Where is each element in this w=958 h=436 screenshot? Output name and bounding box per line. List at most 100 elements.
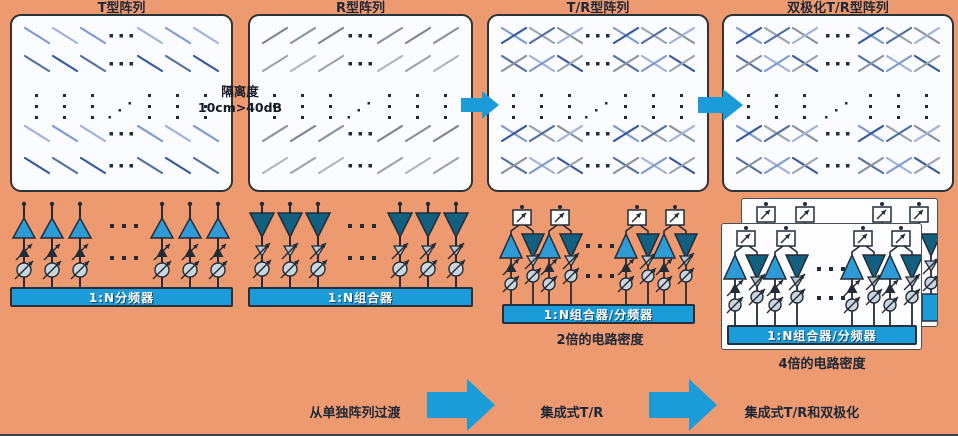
arrowhead-icon: [559, 213, 564, 218]
arrowhead-icon: [83, 244, 88, 249]
tr-array-antenna-box: [487, 14, 709, 192]
arrowhead-icon: [804, 210, 809, 215]
lna-amplifier-icon: [304, 212, 332, 239]
dual-bus-bar: 1:N组合器/分频器: [727, 325, 917, 345]
arrowhead-icon: [460, 260, 465, 265]
arrowhead-icon: [321, 243, 326, 248]
arrowhead-icon: [552, 276, 557, 281]
pa-amplifier-icon: [722, 253, 748, 280]
arrowhead-icon: [862, 234, 867, 239]
isolation-line1: 隔离度: [221, 84, 259, 99]
dual-front-card: 1:N组合器/分频器: [721, 223, 922, 350]
arrowhead-icon: [552, 259, 557, 264]
arrowhead-icon: [222, 261, 227, 266]
arrowhead-icon: [574, 268, 579, 273]
dual-array-antenna-box: [722, 14, 954, 192]
panel-tr-array-title: T/R型阵列: [566, 1, 630, 16]
lna-amplifier-icon: [899, 254, 921, 281]
front-card-diagram: [722, 226, 921, 325]
arrowhead-icon: [56, 261, 61, 266]
arrowhead-icon: [629, 259, 634, 264]
arrowhead-icon: [514, 259, 519, 264]
arrowhead-icon: [636, 213, 641, 218]
arrowhead-icon: [293, 243, 298, 248]
flow-step3-label: 集成式T/R和双极化: [744, 406, 860, 421]
arrowhead-icon: [738, 297, 743, 302]
lna-amplifier-icon: [861, 254, 887, 281]
arrowhead-icon: [28, 261, 33, 266]
arrowhead-icon: [459, 243, 464, 248]
pa-amplifier-icon: [651, 232, 677, 259]
lna-amplifier-icon: [784, 254, 810, 281]
arrowhead-icon: [166, 261, 171, 266]
arrowhead-icon: [689, 268, 694, 273]
pa-amplifier-icon: [205, 216, 231, 239]
flow-step1-label: 从单独阵列过渡: [309, 406, 401, 421]
lna-amplifier-icon: [919, 233, 937, 258]
back-card-diagram: [756, 202, 937, 322]
lna-amplifier-icon: [442, 212, 470, 239]
arrowhead-icon: [689, 253, 694, 258]
arrowhead-icon: [431, 243, 436, 248]
arrowhead-icon: [667, 276, 672, 281]
lna-amplifier-icon: [386, 212, 414, 239]
panel-r-array-title: R型阵列: [335, 1, 385, 16]
arrowhead-icon: [934, 258, 937, 263]
arrowhead-icon: [536, 268, 541, 273]
arrowhead-icon: [778, 297, 783, 302]
arrowhead-icon: [877, 289, 882, 294]
arrowhead-icon: [194, 261, 199, 266]
arrowhead-icon: [514, 276, 519, 281]
combiner-bus-bar: 1:N组合器: [248, 287, 473, 307]
rx-chain-diagram: [248, 201, 470, 290]
r-array-pattern: [261, 26, 460, 175]
arrowhead-icon: [651, 268, 656, 273]
bus-bar-fragment: [921, 293, 937, 322]
arrowhead-icon: [893, 280, 898, 285]
arrowhead-icon: [760, 289, 765, 294]
arrowhead-icon: [881, 210, 886, 215]
panel-dual-array-title: 双极化T/R型阵列: [787, 1, 889, 16]
arrowhead-icon: [165, 244, 170, 249]
arrowhead-icon: [800, 289, 805, 294]
arrowhead-icon: [745, 234, 750, 239]
pa-amplifier-icon: [762, 253, 788, 280]
pa-amplifier-icon: [877, 253, 903, 280]
panel-dual-array: 双极化T/R型阵列: [722, 1, 954, 192]
lna-amplifier-icon: [635, 233, 661, 260]
pa-amplifier-icon: [177, 216, 203, 239]
isolation-note: 隔离度 10cm>40dB: [194, 84, 286, 115]
arrowhead-icon: [266, 260, 271, 265]
lna-amplifier-icon: [520, 233, 546, 260]
arrowhead-icon: [915, 274, 920, 279]
pa-amplifier-icon: [613, 232, 639, 259]
t-array-antenna-box: [10, 14, 233, 192]
divider-bus-label: 1:N分频器: [88, 290, 155, 305]
lna-amplifier-icon: [414, 212, 442, 239]
divider-bus-bar: 1:N分频器: [10, 287, 233, 307]
panel-t-array-title: T型阵列: [97, 1, 146, 16]
arrow-tr-to-dual-icon: [698, 89, 743, 121]
pa-amplifier-icon: [839, 253, 865, 280]
arrowhead-icon: [893, 297, 898, 302]
arrowhead-icon: [574, 253, 579, 258]
arrowhead-icon: [855, 280, 860, 285]
arrowhead-icon: [765, 210, 770, 215]
arrowhead-icon: [855, 297, 860, 302]
arrowhead-icon: [193, 244, 198, 249]
pa-amplifier-icon: [39, 216, 65, 239]
isolation-line2: 10cm>40dB: [197, 99, 283, 115]
arrowhead-icon: [403, 243, 408, 248]
pa-amplifier-icon: [498, 232, 524, 259]
tx-chain-diagram: [11, 201, 231, 290]
arrowhead-icon: [322, 260, 327, 265]
trx-bus-bar: 1:N组合器/分频器: [502, 304, 695, 324]
arrowhead-icon: [27, 244, 32, 249]
arrowhead-icon: [934, 275, 937, 280]
arrowhead-icon: [778, 280, 783, 285]
flow-step2-label: 集成式T/R: [540, 406, 604, 421]
dual-bus-label: 1:N组合器/分频器: [767, 328, 877, 343]
lna-amplifier-icon: [276, 212, 304, 239]
arrowhead-icon: [521, 213, 526, 218]
pa-amplifier-icon: [67, 216, 93, 239]
